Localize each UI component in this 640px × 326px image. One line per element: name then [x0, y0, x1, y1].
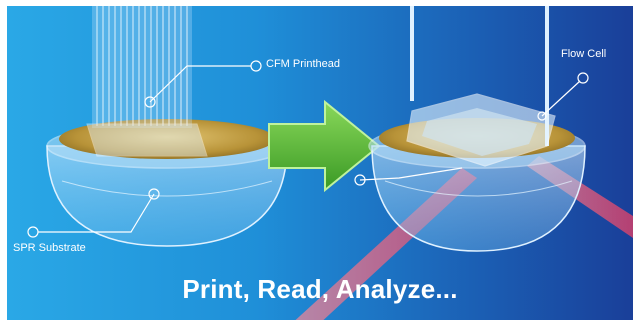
label-spr-substrate: SPR Substrate [13, 242, 86, 254]
illustration-panel: CFM Printhead Flow Cell SPR Substrate Pr… [7, 6, 633, 320]
left-hemisphere-prism [46, 119, 288, 247]
label-flow-cell: Flow Cell [561, 48, 607, 60]
right-arrow [268, 99, 381, 193]
callout-lines [27, 60, 589, 238]
illustration-svg [27, 6, 633, 320]
tagline: Print, Read, Analyze... [182, 274, 458, 304]
printhead-capillaries [86, 6, 208, 157]
label-cfm-printhead: CFM Printhead [266, 58, 340, 70]
flow-cell [406, 6, 556, 167]
